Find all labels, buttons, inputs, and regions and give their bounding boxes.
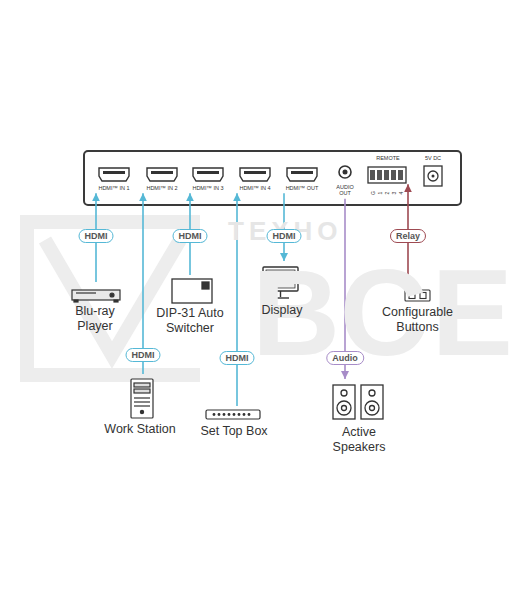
audio-port: AUDIO OUT — [331, 181, 359, 198]
cable-label: HDMI — [126, 348, 161, 362]
hdmi-output-port: HDMI™ OUT — [280, 167, 324, 192]
cable-label: Relay — [390, 229, 426, 243]
port-label: AUDIO OUT — [331, 184, 359, 197]
device-label: Blu-ray Player — [62, 304, 128, 334]
device-label: DIP-31 Auto Switcher — [150, 306, 230, 336]
power-port: 5V DC — [418, 155, 448, 186]
device-box: Blu-ray Player — [62, 283, 128, 334]
cable-label: HDMI — [220, 351, 255, 365]
port-label: REMOTE — [364, 155, 412, 161]
power-jack-hole — [428, 171, 438, 181]
port-label: HDMI™ IN 2 — [140, 185, 184, 191]
device-box: DIP-31 Auto Switcher — [150, 276, 230, 336]
dip31-icon — [172, 279, 212, 303]
pin-label: 1 — [377, 192, 382, 195]
hdmi-input-port: HDMI™ IN 3 — [186, 167, 230, 192]
bluray-icon — [72, 290, 120, 302]
pin-label: 3 — [391, 192, 396, 195]
cable-label: HDMI — [173, 229, 208, 243]
remote-port: REMOTE — [364, 155, 412, 183]
pin-label: 4 — [398, 192, 403, 195]
terminal-block — [368, 167, 406, 183]
port-label: 5V DC — [418, 155, 448, 161]
terminal-screws — [370, 170, 403, 180]
cable-label: Audio — [326, 351, 364, 365]
cable-label: HDMI — [79, 229, 114, 243]
device-box: Active Speakers — [318, 380, 400, 455]
pin-label: G — [370, 191, 375, 195]
device-box: Set Top Box — [200, 407, 268, 439]
power-jack-pin — [432, 175, 435, 178]
power-jack — [424, 166, 442, 186]
device-box: Work Station — [95, 375, 185, 437]
device-panel — [84, 151, 461, 205]
hdmi-connectors — [99, 168, 317, 181]
device-box: Configurable Buttons — [370, 287, 465, 335]
audio-jack — [339, 166, 351, 178]
port-label: HDMI™ OUT — [280, 185, 324, 191]
cable-label: HDMI — [267, 229, 302, 243]
port-label: HDMI™ IN 3 — [186, 185, 230, 191]
device-label: Set Top Box — [200, 424, 268, 439]
port-label: HDMI™ IN 4 — [233, 185, 277, 191]
hdmi-pins — [103, 171, 313, 174]
device-label: Configurable Buttons — [370, 305, 465, 335]
hdmi-input-port: HDMI™ IN 1 — [92, 167, 136, 192]
cable-connector — [142, 193, 144, 374]
device-label: Work Station — [95, 422, 185, 437]
speakers-icon — [333, 385, 383, 419]
device-label: Display — [248, 303, 316, 318]
device-box: Display — [248, 262, 316, 318]
audio-jack-hole — [343, 170, 348, 175]
pin-label: 2 — [384, 192, 389, 195]
workstation-icon — [131, 379, 153, 418]
settopbox-icon — [206, 410, 260, 419]
hdmi-input-port: HDMI™ IN 2 — [140, 167, 184, 192]
port-label: HDMI™ IN 1 — [92, 185, 136, 191]
device-label: Active Speakers — [318, 425, 400, 455]
hdmi-input-port: HDMI™ IN 4 — [233, 167, 277, 192]
